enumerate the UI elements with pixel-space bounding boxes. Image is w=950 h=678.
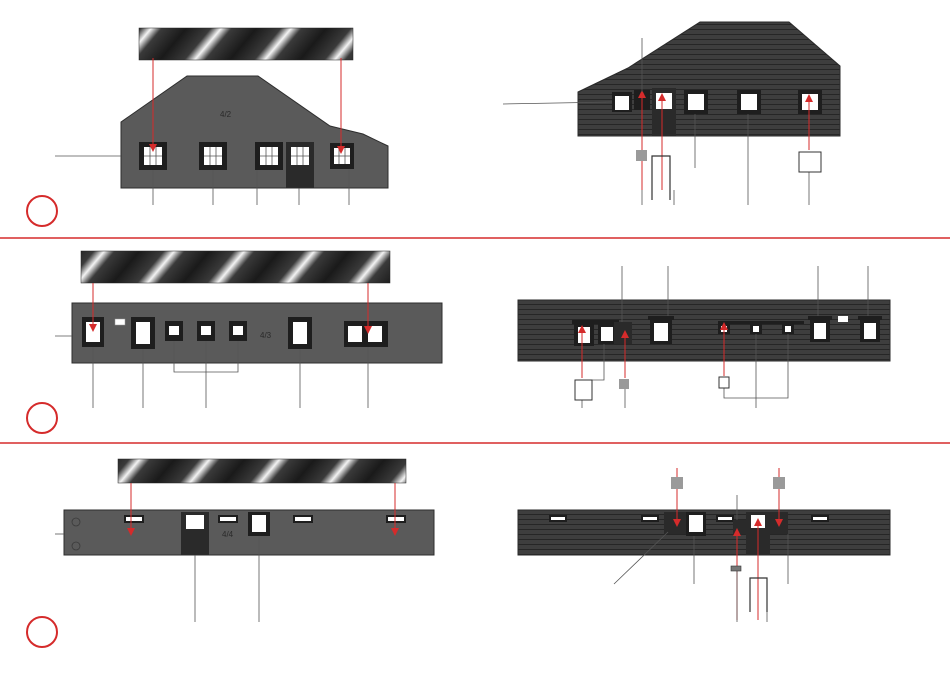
part-label-4-4: 4/4 xyxy=(222,530,234,539)
side-wall-outer-2 xyxy=(518,300,890,361)
glue-point-3a xyxy=(671,477,683,489)
window-part-outline-2 xyxy=(575,380,592,400)
door-frame-part-1 xyxy=(652,156,670,200)
glue-point-2 xyxy=(619,379,629,389)
glazing-strip-3 xyxy=(118,459,406,483)
window-part-outline-1 xyxy=(799,152,821,172)
part-label-4-2: 4/2 xyxy=(220,110,232,119)
glazing-strip-2 xyxy=(81,251,390,283)
step-marker-2 xyxy=(27,403,57,433)
part-label-4-3: 4/3 xyxy=(260,331,272,340)
glue-point-3b xyxy=(773,477,785,489)
glazing-strip-1 xyxy=(139,28,353,60)
gable-wall-inner xyxy=(121,76,388,188)
small-part-3 xyxy=(731,566,741,571)
step-marker-3 xyxy=(27,617,57,647)
window-part-outline-3 xyxy=(719,377,729,388)
glue-point-1 xyxy=(636,150,647,161)
gable-wall-outer xyxy=(578,22,840,136)
step-marker-1 xyxy=(27,196,57,226)
